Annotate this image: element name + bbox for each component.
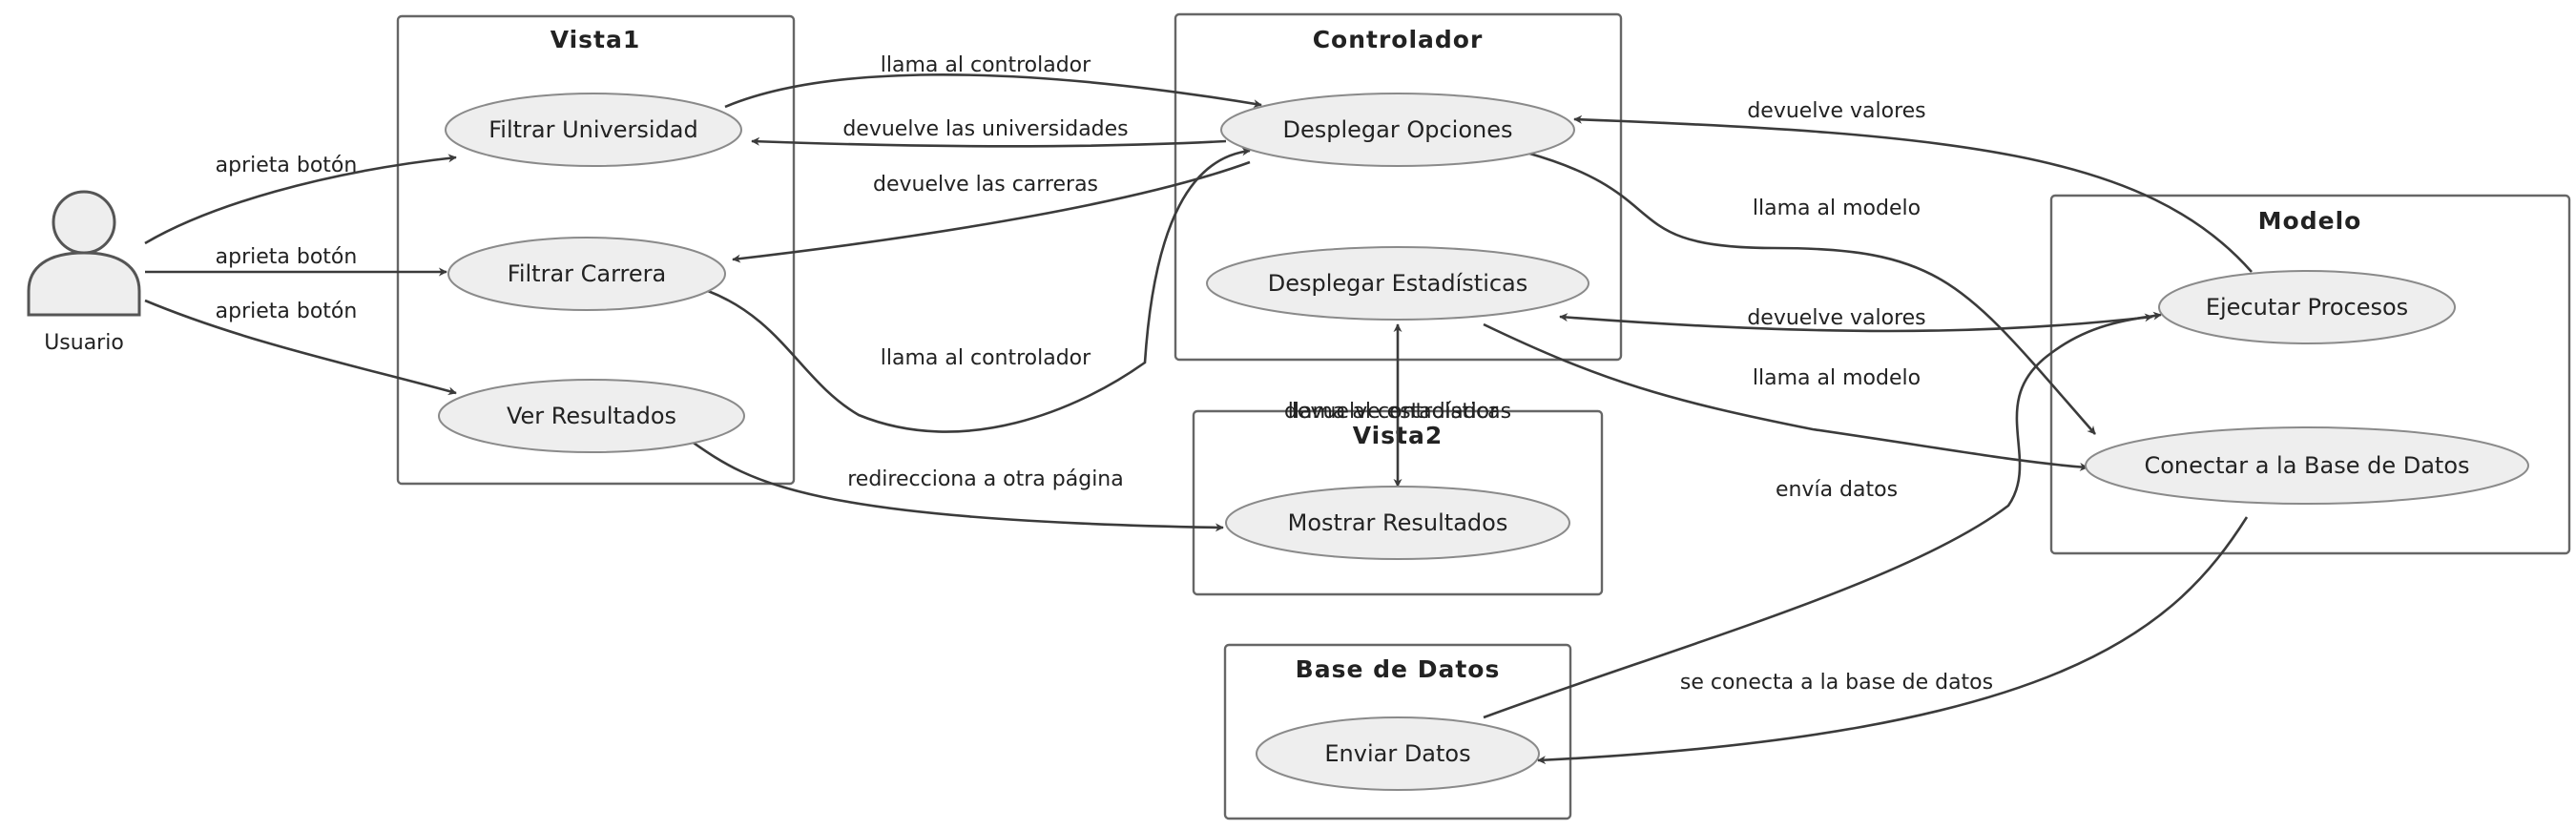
actor-usuario-label: Usuario: [44, 331, 124, 355]
package-base-datos-title: Base de Datos: [1296, 655, 1501, 683]
use-case-desplegar-estadisticas[interactable]: Desplegar Estadísticas: [1206, 246, 1589, 321]
use-case-mostrar-resultados[interactable]: Mostrar Resultados: [1225, 486, 1570, 560]
edge-usuario-filtrar-universidad: [144, 154, 457, 245]
edge-verresultados-to-mostrar: [684, 435, 1224, 532]
edge-label-14: se conecta a la base de datos: [1680, 671, 1993, 695]
edge-label-15: devuelve estadísticas: [1284, 400, 1511, 424]
edge-label-5: devuelve las universidades: [842, 117, 1128, 141]
edge-universidad-to-opciones: [724, 73, 1262, 109]
use-case-filtrar-carrera[interactable]: Filtrar Carrera: [447, 237, 726, 311]
edge-label-8: redirecciona a otra página: [847, 467, 1123, 491]
use-case-filtrar-carrera-label: Filtrar Carrera: [508, 260, 666, 287]
use-case-mostrar-resultados-label: Mostrar Resultados: [1288, 509, 1508, 536]
edge-label-7: llama al controlador: [881, 346, 1091, 370]
user-icon: [27, 190, 141, 317]
edge-label-10: llama al modelo: [1753, 197, 1921, 220]
edge-label-13: envía datos: [1776, 478, 1898, 502]
use-case-enviar-datos[interactable]: Enviar Datos: [1256, 716, 1540, 791]
edge-label-12: llama al modelo: [1753, 366, 1921, 390]
use-case-ejecutar-procesos[interactable]: Ejecutar Procesos: [2158, 270, 2456, 344]
edge-estadisticas-ejecutar: [1559, 313, 2153, 333]
use-case-ejecutar-procesos-label: Ejecutar Procesos: [2206, 294, 2408, 321]
use-case-conectar-bd[interactable]: Conectar a la Base de Datos: [2085, 426, 2529, 505]
use-case-desplegar-estadisticas-label: Desplegar Estadísticas: [1268, 270, 1528, 297]
use-case-desplegar-opciones[interactable]: Desplegar Opciones: [1220, 93, 1575, 167]
edge-ejecutar-to-opciones: [1573, 114, 2253, 273]
package-controlador-title: Controlador: [1313, 26, 1484, 53]
package-modelo-title: Modelo: [2258, 207, 2362, 235]
edge-label-1: aprieta botón: [216, 154, 358, 177]
edge-opciones-to-carrera: [732, 160, 1251, 263]
edge-label-3: aprieta botón: [216, 300, 358, 323]
use-case-ver-resultados[interactable]: Ver Resultados: [438, 379, 745, 453]
edge-label-6: devuelve las carreras: [873, 173, 1098, 197]
use-case-ver-resultados-label: Ver Resultados: [507, 403, 676, 429]
edge-usuario-ver-resultados: [144, 299, 457, 396]
use-case-enviar-datos-label: Enviar Datos: [1324, 740, 1470, 767]
actor-usuario[interactable]: Usuario: [27, 190, 141, 355]
use-case-desplegar-opciones-label: Desplegar Opciones: [1282, 116, 1512, 143]
edge-label-11: devuelve valores: [1747, 306, 1925, 330]
edge-label-4: llama al controlador: [881, 53, 1091, 77]
edge-enviar-to-ejecutar: [1483, 311, 2162, 719]
edge-carrera-to-opciones: [707, 147, 1251, 433]
edge-opciones-to-conectar: [1526, 151, 2096, 435]
edges: [144, 73, 2253, 765]
edge-labels: aprieta botón aprieta botón aprieta botó…: [216, 53, 1993, 695]
use-case-filtrar-universidad-label: Filtrar Universidad: [488, 116, 698, 143]
edge-label-16: llama al controlador: [1288, 400, 1499, 424]
use-case-filtrar-universidad[interactable]: Filtrar Universidad: [445, 93, 742, 167]
edge-conectar-to-enviar: [1537, 516, 2249, 765]
edge-opciones-to-universidad: [751, 136, 1227, 148]
use-case-conectar-bd-label: Conectar a la Base de Datos: [2144, 452, 2469, 479]
edge-label-2: aprieta botón: [216, 245, 358, 269]
edge-label-9: devuelve valores: [1747, 99, 1925, 123]
package-vista1-title: Vista1: [551, 26, 641, 53]
